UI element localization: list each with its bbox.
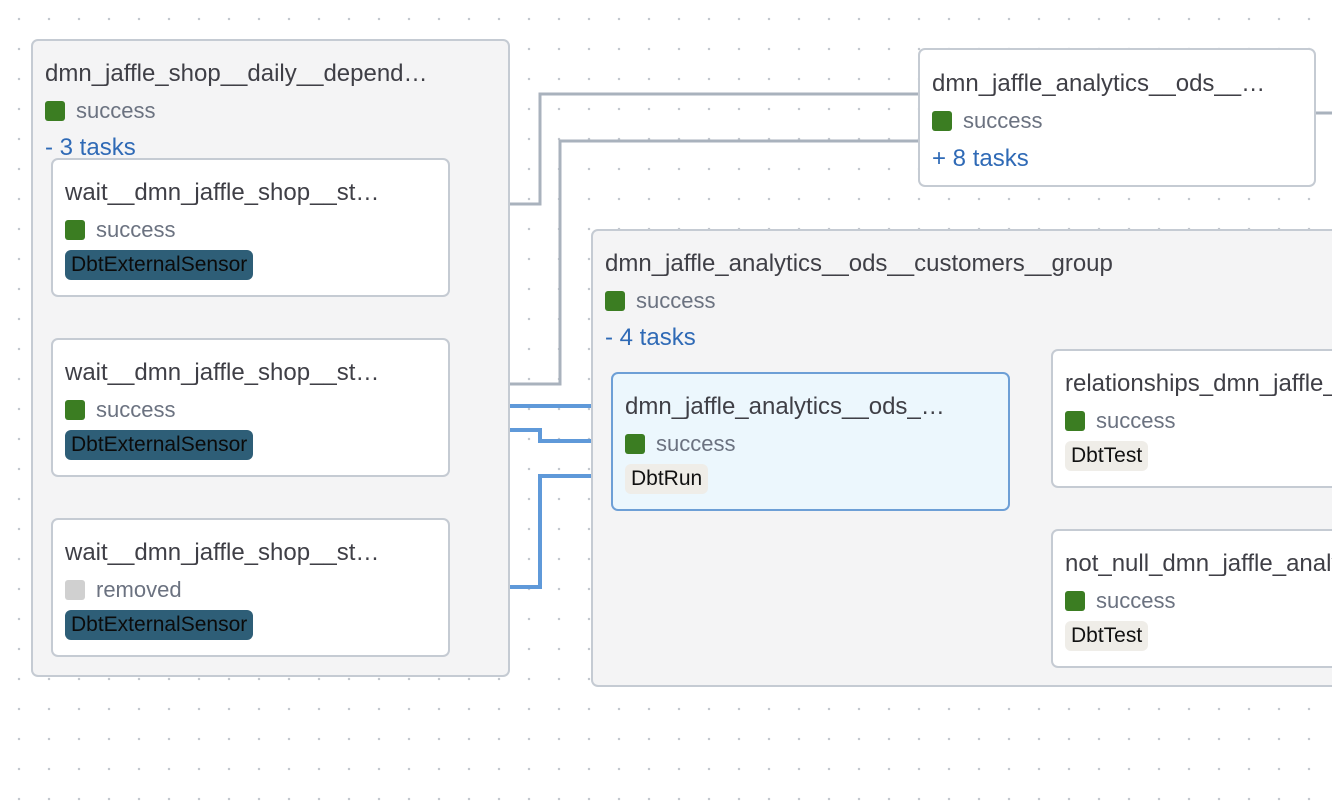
task-status: success [625,431,735,457]
task-status: success [1065,408,1175,434]
operator-badge: DbtExternalSensor [65,610,254,640]
status-label: success [963,108,1043,133]
operator-badge: DbtExternalSensor [65,250,254,280]
status-success-icon [932,111,952,131]
status-label: success [96,217,176,242]
operator-badge: DbtTest [1065,441,1149,471]
group-title: dmn_jaffle_analytics__ods__… [932,70,1266,97]
operator-badge: DbtExternalSensor [65,430,254,460]
task-title: wait__dmn_jaffle_shop__st… [65,179,380,206]
task-title: wait__dmn_jaffle_shop__st… [65,359,380,386]
group-status: success [932,108,1042,134]
group-status: success [45,98,155,124]
status-label: success [636,288,716,313]
status-label: success [1096,588,1176,613]
status-success-icon [65,220,85,240]
edge-wait1-to-analytics-group [449,92,918,206]
operator-badge: DbtTest [1065,621,1149,651]
status-label: removed [96,577,182,602]
task-group-analytics-ods-collapsed[interactable]: dmn_jaffle_analytics__ods__… success + 8… [918,48,1316,187]
status-success-icon [625,434,645,454]
task-node-ods-run[interactable]: dmn_jaffle_analytics__ods_… success DbtR… [611,372,1010,511]
collapse-tasks-toggle[interactable]: - 3 tasks [45,134,136,161]
status-label: success [96,397,176,422]
task-node-wait-1[interactable]: wait__dmn_jaffle_shop__st… success DbtEx… [51,158,450,297]
status-success-icon [1065,411,1085,431]
task-status: success [65,217,175,243]
group-title: dmn_jaffle_analytics__ods__customers__gr… [605,250,1113,277]
task-title: wait__dmn_jaffle_shop__st… [65,539,380,566]
task-title: dmn_jaffle_analytics__ods_… [625,393,945,420]
task-status: success [1065,588,1175,614]
task-node-relationships-test[interactable]: relationships_dmn_jaffle_analytics succe… [1051,349,1332,488]
task-node-not-null-test[interactable]: not_null_dmn_jaffle_analytics success Db… [1051,529,1332,668]
status-success-icon [65,400,85,420]
operator-badge: DbtRun [625,464,709,494]
group-status: success [605,288,715,314]
status-success-icon [605,291,625,311]
status-removed-icon [65,580,85,600]
status-success-icon [45,101,65,121]
task-node-wait-3[interactable]: wait__dmn_jaffle_shop__st… removed DbtEx… [51,518,450,657]
status-label: success [76,98,156,123]
task-title: not_null_dmn_jaffle_analytics [1065,550,1332,577]
expand-tasks-toggle[interactable]: + 8 tasks [932,145,1029,172]
status-success-icon [1065,591,1085,611]
task-status: success [65,397,175,423]
group-title: dmn_jaffle_shop__daily__depend… [45,60,428,87]
collapse-tasks-toggle[interactable]: - 4 tasks [605,324,696,351]
status-label: success [1096,408,1176,433]
status-label: success [656,431,736,456]
task-node-wait-2[interactable]: wait__dmn_jaffle_shop__st… success DbtEx… [51,338,450,477]
task-title: relationships_dmn_jaffle_analytics [1065,370,1332,397]
task-status: removed [65,577,182,603]
